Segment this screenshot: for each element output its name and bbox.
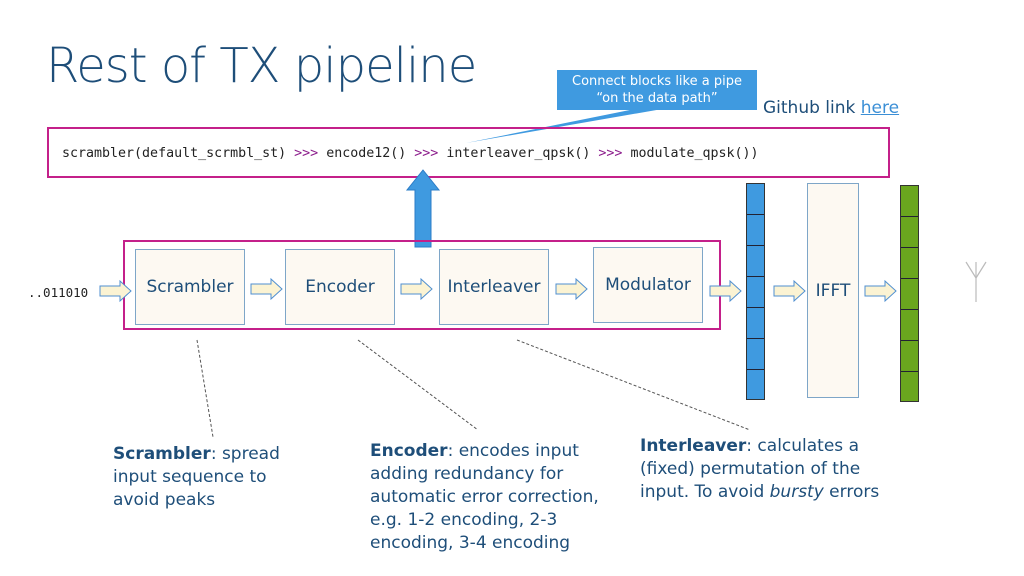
scrambler-note: Scrambler: spread input sequence to avoi… — [113, 443, 293, 512]
code-encoder: encode12() — [318, 146, 415, 161]
interleaver-block: Interleaver — [439, 249, 549, 325]
scrambler-leader-line — [196, 339, 214, 438]
right-arrow-icon — [864, 279, 897, 303]
code-scrambler: scrambler(default_scrmbl_st) — [62, 146, 295, 161]
up-arrow-icon — [405, 169, 441, 248]
interleaver-note: Interleaver: calculates a (fixed) permut… — [640, 435, 890, 504]
input-bits: ..011010 — [28, 285, 89, 300]
scrambler-note-text: : spread input sequence to avoid peaks — [113, 444, 280, 510]
scrambler-note-term: Scrambler — [113, 444, 211, 464]
right-arrow-icon — [250, 277, 283, 301]
pipe-operator: >>> — [294, 146, 319, 161]
interleaver-note-text: : calculates a (fixed) permutation of th… — [640, 436, 861, 502]
code-interleaver: interleaver_qpsk() — [438, 146, 599, 161]
encoder-leader-line — [357, 339, 479, 431]
interleaver-note-term: Interleaver — [640, 436, 747, 456]
right-arrow-icon — [99, 279, 132, 303]
antenna-icon — [965, 261, 987, 302]
right-arrow-icon — [709, 279, 742, 303]
github-label: Github link — [763, 98, 861, 118]
slide-title: Rest of TX pipeline — [46, 38, 477, 94]
pipe-operator: >>> — [598, 146, 623, 161]
interleaver-note-italic: bursty — [769, 482, 824, 502]
ifft-block: IFFT — [807, 183, 859, 398]
code-frame — [47, 127, 890, 178]
encoder-block: Encoder — [285, 249, 395, 325]
callout-line-1: Connect blocks like a pipe — [572, 74, 742, 89]
right-arrow-icon — [400, 277, 433, 301]
code-line: scrambler(default_scrmbl_st) >>> encode1… — [62, 146, 759, 161]
right-arrow-icon — [773, 279, 806, 303]
encoder-note: Encoder: encodes input adding redundancy… — [370, 440, 610, 555]
subcarrier-vector — [746, 183, 765, 400]
interleaver-leader-line — [516, 339, 751, 431]
callout-line-2: “on the data path” — [596, 91, 718, 106]
encoder-note-text: : encodes input adding redundancy for au… — [370, 441, 599, 553]
github-link-text: Github link here — [763, 98, 899, 118]
code-modulator: modulate_qpsk()) — [622, 146, 759, 161]
scrambler-block: Scrambler — [135, 249, 245, 325]
github-here-link[interactable]: here — [860, 98, 900, 118]
encoder-note-term: Encoder — [370, 441, 448, 461]
pipe-operator: >>> — [414, 146, 439, 161]
interleaver-note-text-end: errors — [823, 482, 880, 502]
time-sample-vector — [900, 185, 919, 402]
modulator-block: Modulator — [593, 247, 703, 323]
callout-box: Connect blocks like a pipe “on the data … — [557, 70, 757, 110]
right-arrow-icon — [555, 277, 588, 301]
